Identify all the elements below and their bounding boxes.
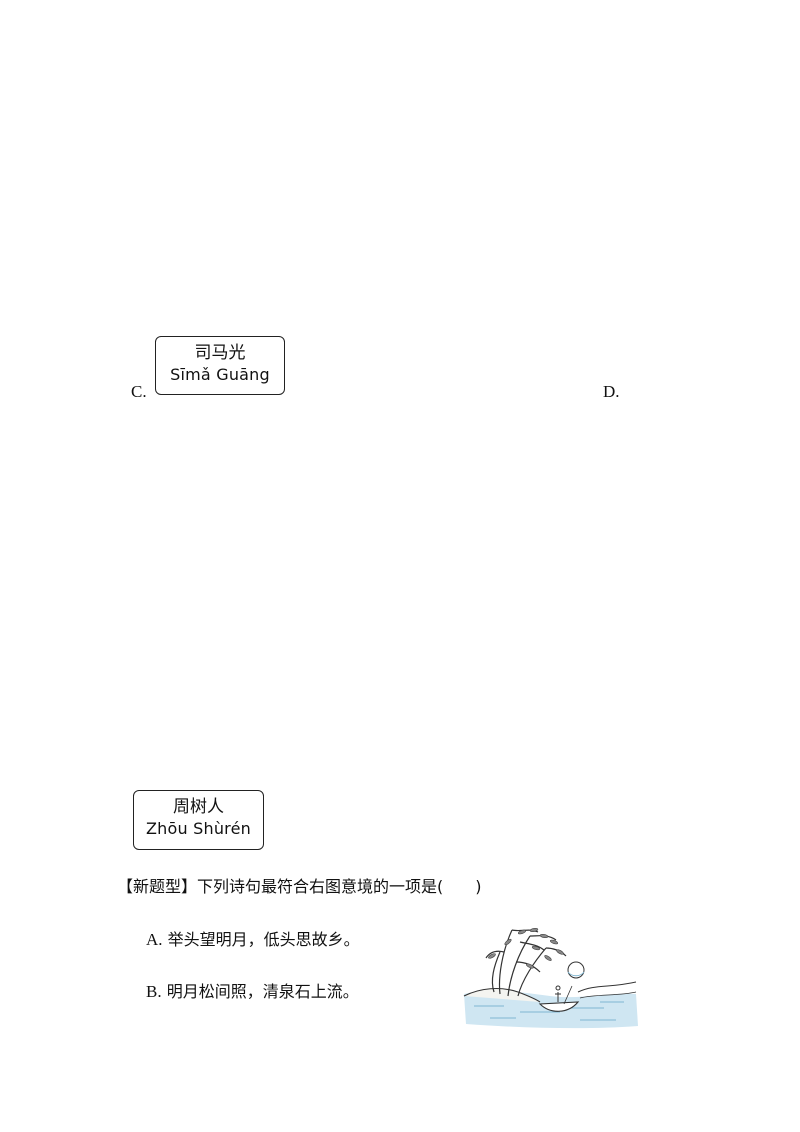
option-d-label: D.: [603, 382, 620, 401]
water-ripples: [474, 1001, 624, 1021]
far-shore: [577, 981, 637, 993]
answer-b-label: B.: [146, 982, 162, 1001]
scene-illustration: [463, 928, 638, 1029]
name-card-hanzi: 周树人: [173, 797, 224, 817]
name-card-pinyin: Zhōu Shùrén: [146, 819, 251, 838]
question-tag: 【新题型】: [117, 877, 198, 896]
name-card-hanzi: 司马光: [194, 343, 246, 363]
name-card-zhou-shuren: 周树人 Zhōu Shùrén: [133, 790, 264, 850]
answer-a-label: A.: [146, 930, 163, 949]
question-stem: 【新题型】下列诗句最符合右图意境的一项是( ): [117, 873, 482, 897]
name-card-sima-guang: 司马光 Sīmǎ Guāng: [155, 336, 285, 395]
option-c-label: C.: [131, 382, 147, 401]
answer-b: B. 明月松间照，清泉石上流。: [146, 978, 359, 1002]
answer-a-text: 举头望明月，低头思故乡。: [167, 930, 360, 949]
answer-b-text: 明月松间照，清泉石上流。: [166, 982, 359, 1001]
answer-a: A. 举头望明月，低头思故乡。: [146, 926, 360, 950]
moon: [567, 961, 585, 979]
tree-leaves: [488, 928, 564, 969]
boat: [538, 1001, 580, 1012]
rocky-bank: [463, 987, 541, 1003]
question-text: 下列诗句最符合右图意境的一项是( ): [197, 877, 482, 896]
name-card-pinyin: Sīmǎ Guāng: [170, 365, 270, 384]
boat-figure: [555, 985, 561, 1002]
windy-trees: [485, 929, 567, 997]
